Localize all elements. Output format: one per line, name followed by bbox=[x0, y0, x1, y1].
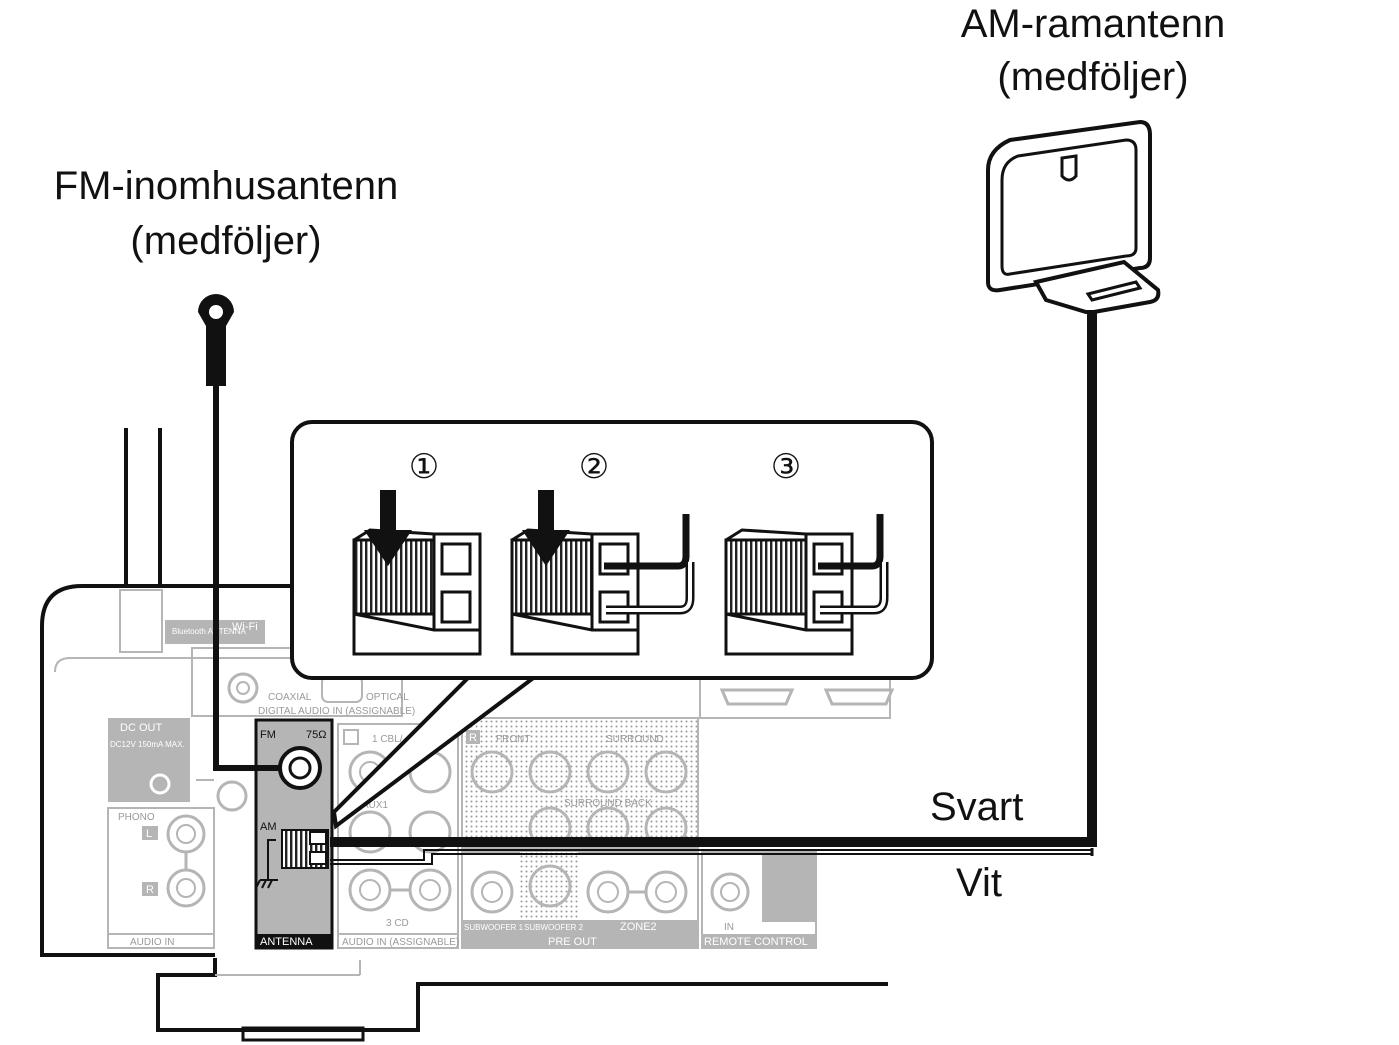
subwoofer1-label: SUBWOOFER 1 bbox=[464, 923, 524, 932]
step-2-number: ② bbox=[579, 447, 609, 487]
audio-in-assignable-label: AUDIO IN (ASSIGNABLE) bbox=[342, 937, 459, 948]
step-3-terminal bbox=[724, 514, 889, 656]
press-down-arrow-icon bbox=[364, 490, 412, 566]
cbl-label: 1 CBL/ bbox=[372, 734, 403, 745]
remote-in-label: IN bbox=[724, 922, 734, 933]
wire-white-label: Vit bbox=[956, 861, 1002, 905]
surround-back-label: SURROUND BACK bbox=[564, 798, 652, 809]
coaxial-label: COAXIAL bbox=[268, 692, 312, 703]
front-r-label: R bbox=[469, 732, 477, 744]
pre-out-label: PRE OUT bbox=[548, 936, 597, 948]
surround-label: SURROUND bbox=[606, 734, 664, 745]
subwoofer2-label: SUBWOOFER 2 bbox=[524, 923, 584, 932]
fm-terminal-label: FM bbox=[260, 729, 276, 741]
remote-control-label: REMOTE CONTROL bbox=[704, 936, 808, 948]
step-3-number: ③ bbox=[771, 447, 801, 487]
step-1-number: ① bbox=[409, 447, 439, 487]
front-label: FRONT bbox=[496, 734, 530, 745]
ground-icon bbox=[255, 839, 278, 889]
dc-out-spec: DC12V 150mA MAX. bbox=[110, 740, 185, 749]
digital-audio-in-label: DIGITAL AUDIO IN (ASSIGNABLE) bbox=[258, 706, 415, 717]
am-antenna-title: AM-ramantenn bbox=[961, 2, 1226, 46]
remote-out-label: OUT bbox=[776, 921, 800, 933]
zone2-label: ZONE2 bbox=[620, 921, 657, 933]
press-down-arrow-icon bbox=[522, 490, 570, 566]
am-terminal-label: AM bbox=[260, 821, 277, 833]
fm-antenna-subtitle: (medföljer) bbox=[130, 219, 321, 263]
cd-label: 3 CD bbox=[386, 918, 409, 929]
fm-ohm-label: 75Ω bbox=[306, 729, 326, 741]
optical-label: OPTICAL bbox=[366, 692, 409, 703]
step-2-terminal bbox=[510, 490, 695, 656]
fm-indoor-antenna bbox=[198, 294, 280, 771]
phono-label: PHONO bbox=[118, 812, 155, 823]
wifi-label: Wi-Fi bbox=[232, 621, 258, 633]
am-loop-antenna bbox=[330, 119, 1161, 865]
callout-box: ① ② ③ bbox=[290, 420, 934, 680]
aux1-label: AUX1 bbox=[362, 800, 389, 811]
phono-l-label: L bbox=[146, 828, 152, 840]
bluetooth-antenna-label: Bluetooth ANTENNA bbox=[172, 627, 246, 636]
antenna-block-label: ANTENNA bbox=[260, 936, 313, 948]
fm-antenna-title: FM-inomhusantenn bbox=[54, 164, 399, 208]
audio-in-label: AUDIO IN bbox=[130, 937, 174, 948]
phono-r-label: R bbox=[146, 884, 154, 896]
step-1-terminal bbox=[352, 490, 482, 656]
am-antenna-subtitle: (medföljer) bbox=[997, 55, 1188, 99]
dc-out-label: DC OUT bbox=[120, 722, 162, 734]
wire-black-label: Svart bbox=[930, 785, 1023, 829]
